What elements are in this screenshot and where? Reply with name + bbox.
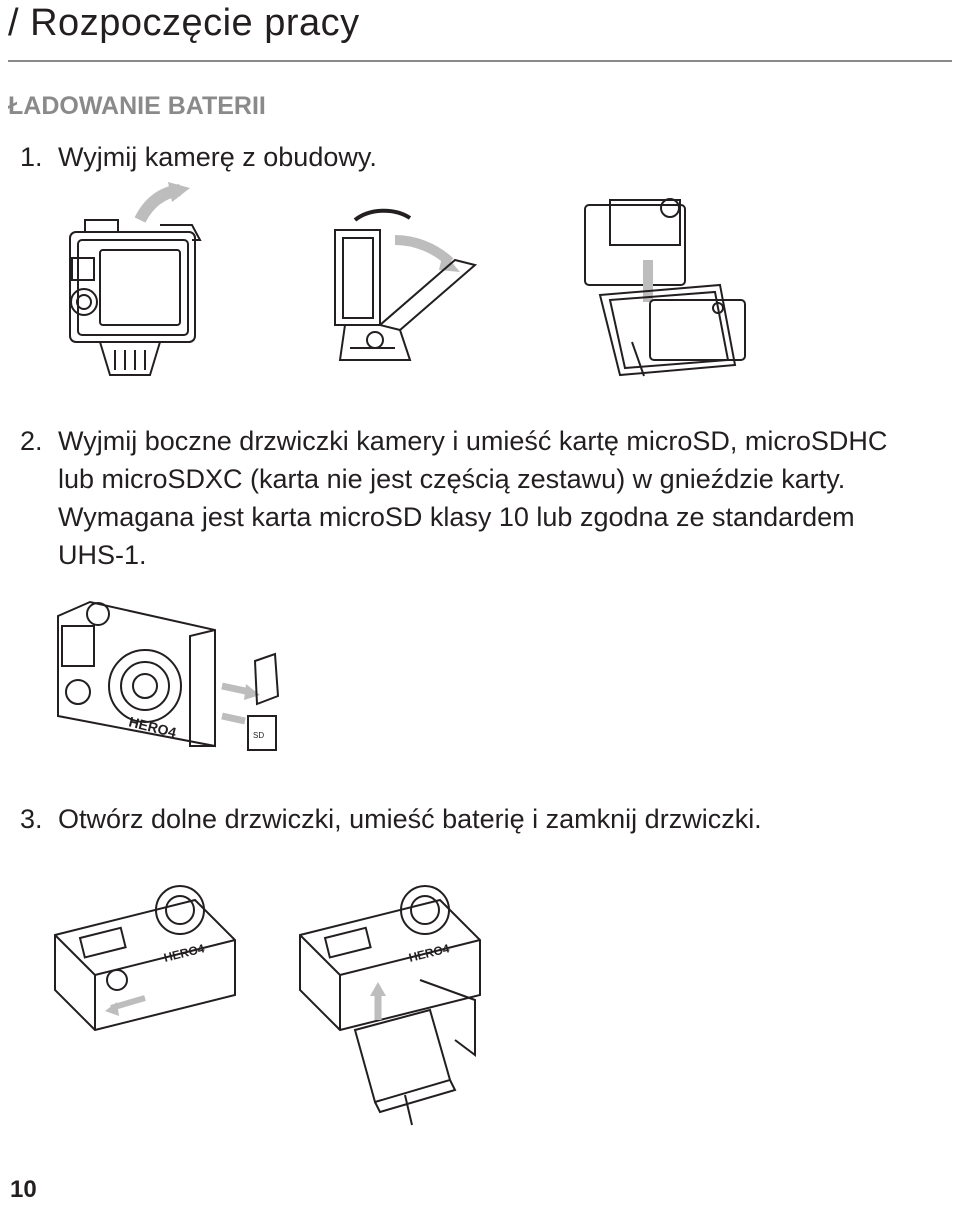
figure-camera-removed bbox=[570, 190, 760, 390]
figure-housing-opening bbox=[315, 200, 495, 370]
page-number: 10 bbox=[10, 1176, 37, 1203]
step-3: 3. Otwórz dolne drzwiczki, umieść bateri… bbox=[20, 800, 762, 838]
figure-camera-in-housing bbox=[40, 180, 230, 390]
step-1: 1. Wyjmij kamerę z obudowy. bbox=[20, 138, 377, 176]
page-title: / Rozpoczęcie pracy bbox=[8, 2, 360, 44]
step-text: Wyjmij boczne drzwiczki kamery i umieść … bbox=[58, 426, 888, 570]
section-heading: ŁADOWANIE BATERII bbox=[8, 92, 266, 120]
step-number: 3. bbox=[20, 804, 43, 834]
figure-battery-insertion: HERO4 bbox=[290, 880, 500, 1140]
camera-brand-label: HERO4 bbox=[127, 713, 178, 740]
step-number: 2. bbox=[20, 426, 43, 456]
title-divider bbox=[8, 60, 952, 62]
step-text: Otwórz dolne drzwiczki, umieść baterię i… bbox=[58, 804, 762, 834]
figure-microsd-insertion: HERO4 SD bbox=[50, 596, 290, 756]
step-number: 1. bbox=[20, 142, 43, 172]
camera-brand-label: HERO4 bbox=[162, 941, 206, 965]
sd-card-label: SD bbox=[253, 731, 264, 740]
step-2: 2. Wyjmij boczne drzwiczki kamery i umie… bbox=[20, 422, 920, 574]
step-text: Wyjmij kamerę z obudowy. bbox=[58, 142, 377, 172]
figure-battery-door-open: HERO4 bbox=[45, 880, 245, 1040]
camera-brand-label: HERO4 bbox=[407, 941, 451, 965]
